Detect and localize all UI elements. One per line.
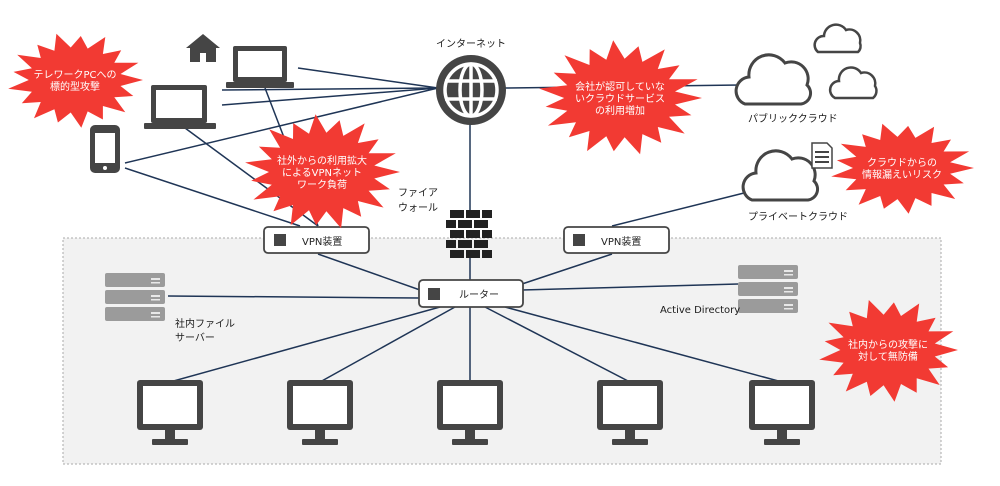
laptop-icon [226, 46, 294, 88]
router-label: ルーター [459, 289, 499, 301]
lan-area [62, 237, 942, 465]
smartphone-icon [90, 125, 120, 173]
globe-icon [436, 55, 506, 125]
file-server-label: サーバー [175, 332, 215, 344]
risk-burst [819, 300, 958, 402]
risk-label: 社内からの攻撃に [848, 338, 928, 351]
active-directory-label: Active Directory [660, 305, 740, 316]
risk-label: の利用増加 [595, 104, 645, 117]
vpn-device-left: VPN装置 [263, 226, 370, 254]
risk-label: 対して無防備 [858, 350, 918, 363]
risk-label: によるVPNネット [282, 167, 362, 179]
cloud-icon [828, 66, 878, 100]
firewall-label: ファイア [398, 188, 438, 199]
internet-label: インターネット [436, 38, 506, 50]
laptop-icon [144, 85, 216, 129]
server-icon [738, 265, 798, 313]
risk-label: 会社が認可していな [575, 80, 665, 93]
risk-burst [539, 40, 702, 155]
brick-wall-icon [446, 210, 492, 258]
vpn-left-label: VPN装置 [302, 235, 342, 248]
public-cloud-label: パブリッククラウド [748, 112, 838, 125]
router: ルーター [418, 279, 524, 308]
server-icon [105, 273, 165, 321]
private-cloud-label: プライベートクラウド [748, 211, 848, 223]
cloud-icon [813, 23, 862, 54]
vpn-device-right: VPN装置 [563, 226, 670, 254]
cloud-icon [741, 149, 820, 202]
risk-label: テレワークPCへの [33, 69, 116, 81]
cloud-icon [734, 53, 813, 106]
document-icon [811, 142, 833, 169]
risk-label: ワーク負荷 [297, 179, 347, 191]
risk-burst [831, 123, 974, 214]
home-icon [186, 34, 220, 62]
risk-burst [245, 114, 400, 229]
file-server-label: 社内ファイル [175, 317, 235, 330]
risk-label: クラウドからの [867, 157, 937, 169]
risk-burst [8, 33, 144, 128]
firewall-label: ウォール [398, 202, 438, 214]
risk-label: 標的型攻撃 [50, 80, 100, 93]
risk-label: いクラウドサービス [575, 93, 665, 105]
risk-label: 情報漏えいリスク [862, 168, 942, 181]
risk-label: 社外からの利用拡大 [277, 154, 367, 167]
vpn-right-label: VPN装置 [601, 235, 641, 248]
